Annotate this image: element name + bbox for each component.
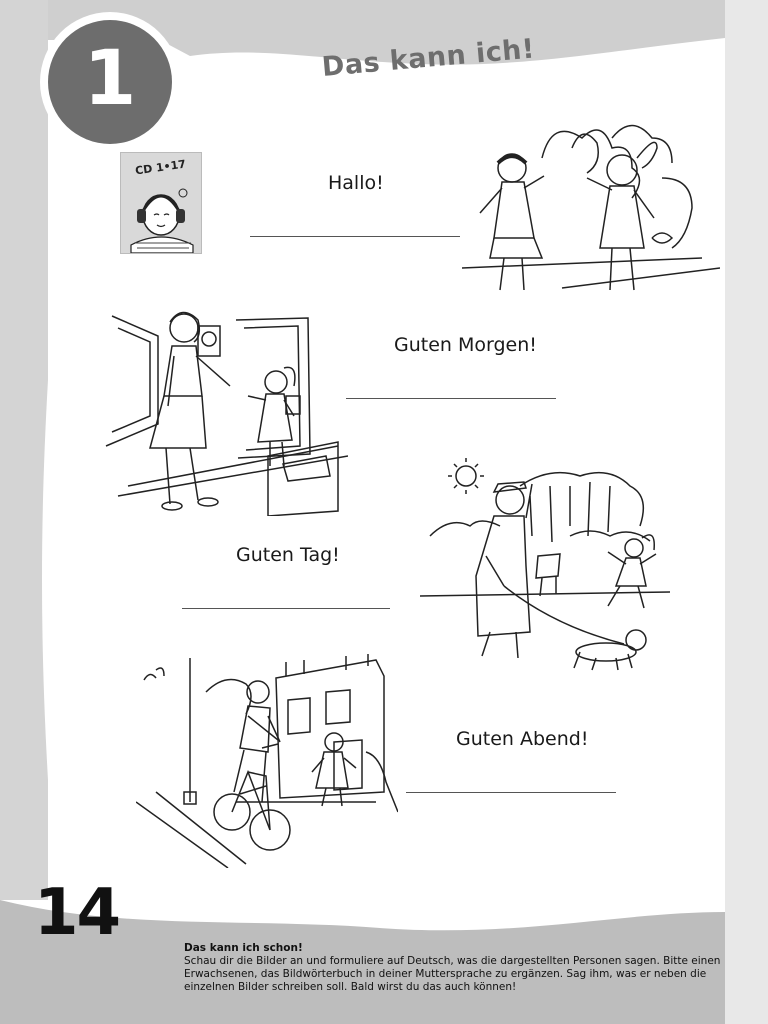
headphones-child-icon [130,188,194,253]
answer-line-3[interactable] [182,608,390,609]
greeting-guten-abend: Guten Abend! [456,728,589,750]
answer-line-2[interactable] [346,398,556,399]
answer-line-1[interactable] [250,236,460,237]
illustration-man-dog-park [420,458,670,671]
illustration-teacher-classroom [105,311,348,516]
instructions: Das kann ich schon! Schau dir die Bilder… [184,942,724,994]
instructions-text: Schau dir die Bilder an und formuliere a… [184,955,721,993]
page-number: 14 [34,876,121,950]
answer-line-4[interactable] [406,792,616,793]
greeting-guten-morgen: Guten Morgen! [394,334,537,356]
cd-badge: CD 1•17 [120,152,202,254]
greeting-hallo: Hallo! [328,172,384,194]
instructions-heading: Das kann ich schon! [184,942,303,954]
chapter-number: 1 [83,33,137,122]
illustration-two-girls-waving [462,124,720,291]
greeting-guten-tag: Guten Tag! [236,544,340,566]
illustration-bicycle-street [136,654,398,868]
